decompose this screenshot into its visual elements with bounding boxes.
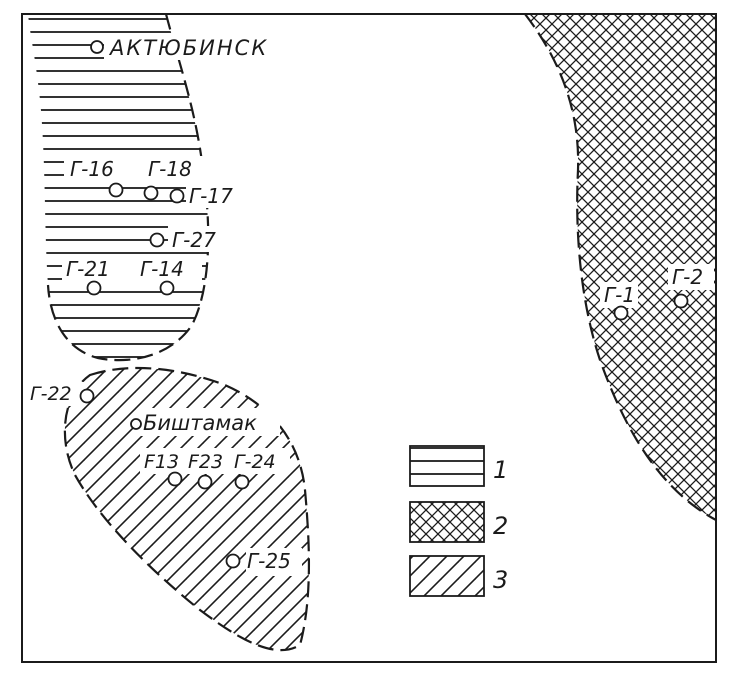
legend-swatch-2 [409, 501, 485, 543]
well-marker-g22[interactable] [79, 388, 95, 404]
well-label-g13: F13 [144, 451, 179, 473]
well-label-g27: Г-27 [172, 228, 216, 252]
well-label-g2: Г-2 [672, 265, 703, 289]
city-label-aktyubinsk: АКТЮБИНСК [108, 36, 268, 60]
well-label-g21: Г-21 [66, 257, 110, 281]
well-marker-g16[interactable] [108, 182, 124, 198]
well-marker-g1[interactable] [613, 305, 629, 321]
well-label-g16: Г-16 [70, 157, 114, 181]
well-marker-g2[interactable] [673, 293, 689, 309]
legend-label-3: 3 [493, 566, 508, 594]
legend-label-2: 2 [493, 512, 508, 540]
well-label-g17: Г-17 [189, 184, 233, 208]
zone-3 [63, 366, 311, 652]
zone-2 [524, 13, 717, 521]
well-label-g18: Г-18 [148, 157, 192, 181]
well-marker-g14[interactable] [159, 280, 175, 296]
well-marker-g17[interactable] [169, 188, 185, 204]
well-label-g25: Г-25 [247, 549, 291, 573]
well-label-g1: Г-1 [604, 283, 635, 307]
city-label-bishtamak: Биштамак [143, 411, 257, 435]
well-label-g14: Г-14 [140, 257, 184, 281]
well-marker-g21[interactable] [86, 280, 102, 296]
city-marker-aktyubinsk[interactable] [90, 40, 104, 54]
well-marker-g18[interactable] [143, 185, 159, 201]
legend-swatch-1 [409, 445, 485, 487]
legend-label-1: 1 [493, 456, 508, 484]
well-marker-g27[interactable] [149, 232, 165, 248]
legend-swatch-3 [409, 555, 485, 597]
well-label-g23: F23 [188, 451, 223, 473]
well-marker-g25[interactable] [225, 553, 241, 569]
well-marker-g23[interactable] [197, 474, 213, 490]
well-label-g24: Г-24 [234, 451, 276, 473]
well-marker-g13[interactable] [167, 471, 183, 487]
legend: 1 2 3 [409, 445, 508, 597]
well-marker-g24[interactable] [234, 474, 250, 490]
label-backgrounds [28, 34, 714, 576]
city-marker-bishtamak[interactable] [130, 418, 142, 430]
well-label-g22: Г-22 [30, 383, 72, 405]
